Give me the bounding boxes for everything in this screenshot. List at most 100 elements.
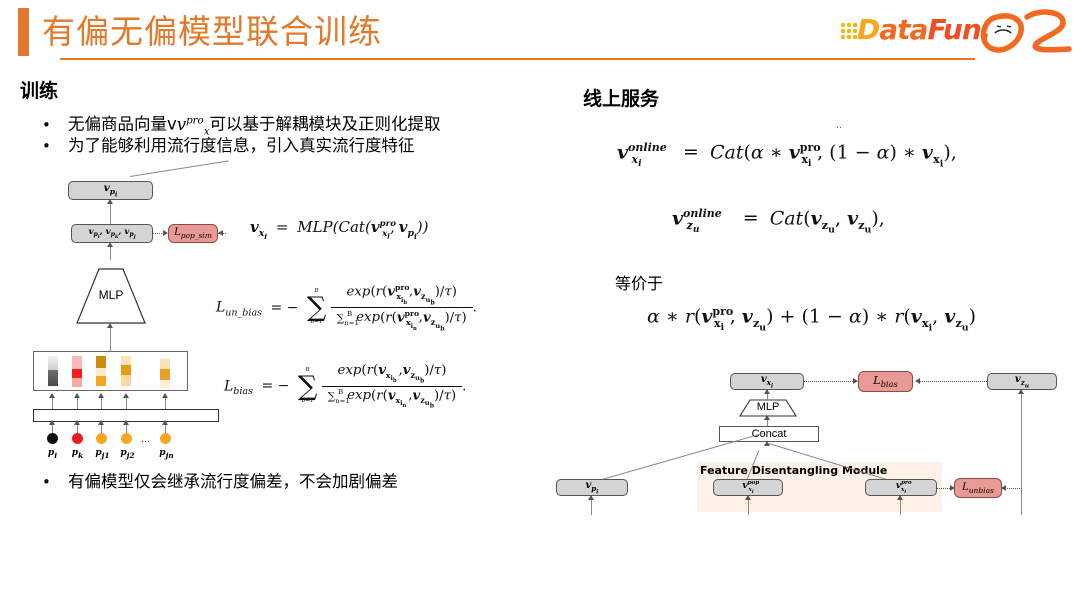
logo-text-part1: D xyxy=(857,13,880,46)
arrow-shaft-col xyxy=(126,396,128,409)
box-v-pi-top-label: 𝒗𝒑𝒊 xyxy=(103,182,118,199)
loss-box-pop-sim: Lpop_sim xyxy=(168,224,218,243)
mlp-label-right: MLP xyxy=(756,401,780,413)
logo-wordmark: DataFun. xyxy=(857,13,991,46)
arrow-head-id xyxy=(161,420,168,425)
arrow-shaft-vpop xyxy=(748,496,750,515)
arrow-shaft-mlp-up xyxy=(767,390,769,401)
embed-cell xyxy=(72,356,82,369)
equation-vxi: vxi = MLP(Cat(vproxi,vpi)) xyxy=(250,218,429,241)
dotted-link-pop-sim xyxy=(153,233,164,234)
arrow-head-bias-left xyxy=(853,378,858,384)
embed-cell xyxy=(121,375,131,386)
page-title: 有偏无偏模型联合训练 xyxy=(42,12,382,51)
arrow-head-id xyxy=(97,420,104,425)
arrow-shaft-vpi xyxy=(591,496,593,515)
arrow-head-col xyxy=(161,393,168,398)
box-v-zu-label: 𝒗𝒛u xyxy=(1014,373,1030,390)
logo-text-part2: ata xyxy=(879,13,928,46)
box-v-pop-label: 𝒗𝒑𝒐𝒑𝒙𝒊 xyxy=(742,480,760,495)
bullet-marker: • xyxy=(42,115,51,134)
box-v-pro-label: 𝒗𝒑𝒓𝒐𝒙𝒊 xyxy=(895,480,912,495)
embed-cell xyxy=(48,370,58,386)
arrow-head-zu xyxy=(1017,389,1024,394)
left-section-title: 训练 xyxy=(20,80,59,102)
arrow-head-3 xyxy=(106,323,113,328)
embed-cell xyxy=(72,378,82,387)
equivalent-label: 等价于 xyxy=(615,274,664,293)
box-v-pi-bottom-label: 𝒗𝒑𝒊 xyxy=(585,479,599,496)
arrow-shaft-id xyxy=(52,422,54,433)
item-node-circle xyxy=(47,433,58,444)
bullet-item-1: •无偏商品向量vvprox可以基于解耦模块及正则化提取 xyxy=(42,110,440,143)
embed-cell xyxy=(121,365,131,375)
arrow-head-vpro xyxy=(896,495,903,500)
arrow-head-col xyxy=(48,393,55,398)
arrow-shaft-id xyxy=(165,422,167,433)
loss-box-bias: Lbias xyxy=(858,371,913,392)
arrow-shaft-vpro xyxy=(900,496,902,515)
bullet-item-3: • 有偏模型仅会继承流行度偏差，不会加剧偏差 xyxy=(42,471,398,493)
arrow-shaft-col xyxy=(52,396,54,409)
arrow-head-col xyxy=(73,393,80,398)
bullet-text-3: 有偏模型仅会继承流行度偏差，不会加剧偏差 xyxy=(68,472,398,491)
right-section-title: 线上服务 xyxy=(583,88,660,110)
arrow-shaft-1 xyxy=(110,200,112,224)
embed-cell xyxy=(96,368,106,376)
box-v-triplet-label: 𝒗𝒑𝒊, 𝒗𝒑𝒌, 𝒗𝒑𝒋 xyxy=(88,226,136,241)
arrow-head-pop-sim xyxy=(163,230,168,236)
arrow-head-2 xyxy=(106,242,113,247)
item-label-pi: pi xyxy=(47,448,58,460)
bullet-math-v: vprox xyxy=(176,114,210,137)
mlp-trapezoid-right xyxy=(739,399,797,417)
box-v-pop: 𝒗𝒑𝒐𝒑𝒙𝒊 xyxy=(713,479,783,496)
item-node-circle xyxy=(72,433,83,444)
item-label-pj2: pj2 xyxy=(120,448,135,460)
dotted-link-unbias-left xyxy=(937,488,952,489)
arrow-head-vpi xyxy=(587,495,594,500)
embed-cell xyxy=(48,356,58,370)
bullet-item-2: •为了能够利用流行度信息，引入真实流行度特征 xyxy=(42,135,415,157)
dotted-link-bias-right xyxy=(917,381,987,382)
equation-online-z: vonlinezu = Cat(vzu, vzu), xyxy=(672,207,885,236)
datafun-logo: DataFun. xyxy=(837,5,1072,60)
item-label-pk: pk xyxy=(71,448,84,460)
box-v-pro: 𝒗𝒑𝒓𝒐𝒙𝒊 xyxy=(865,479,937,496)
items-ellipsis: ... xyxy=(141,433,151,445)
loss-box-unbias: Lunbias xyxy=(954,478,1002,498)
arrow-head-1 xyxy=(106,199,113,204)
arrow-shaft-id xyxy=(77,422,79,433)
embed-cell xyxy=(96,376,106,386)
mlp-label: MLP xyxy=(98,288,124,302)
summation-symbol: B ∑ b=1 xyxy=(306,288,327,326)
arrow-head-id xyxy=(48,420,55,425)
stray-mark: ·· xyxy=(836,122,842,132)
arrow-shaft-concat-up xyxy=(767,417,769,427)
box-v-xi-label: 𝒗𝒙𝒊 xyxy=(760,373,774,390)
loss-box-unbias-label: Lunbias xyxy=(962,481,994,495)
equation-online-x: vonlinexi = Cat(α ∗ vproxi, (1 − α) ∗ vx… xyxy=(617,141,957,170)
arrow-head-bias-right xyxy=(915,378,920,384)
item-label-pj1: pj1 xyxy=(95,448,110,460)
arrow-shaft-2 xyxy=(110,243,112,260)
arrow-shaft-id xyxy=(126,422,128,433)
embed-cell xyxy=(96,356,106,368)
arrow-head-id xyxy=(73,420,80,425)
embed-cell xyxy=(160,359,170,369)
summation-symbol: B ∑ b=1 xyxy=(297,367,318,404)
arrow-shaft-col xyxy=(165,396,167,409)
box-v-triplet: 𝒗𝒑𝒊, 𝒗𝒑𝒌, 𝒗𝒑𝒋 xyxy=(71,224,153,243)
arrow-shaft-col xyxy=(101,396,103,409)
arrow-head-col xyxy=(122,393,129,398)
logo-dots-icon xyxy=(841,23,857,41)
header-divider xyxy=(60,58,975,60)
loss-box-pop-sim-label: Lpop_sim xyxy=(174,227,212,240)
bullet-marker: • xyxy=(42,473,51,491)
arrow-head-col xyxy=(97,393,104,398)
embed-cell xyxy=(160,380,170,388)
module-title: Feature Disentangling Module xyxy=(700,464,888,477)
item-node-circle xyxy=(160,433,171,444)
item-label-pjn: pjn xyxy=(159,448,174,460)
